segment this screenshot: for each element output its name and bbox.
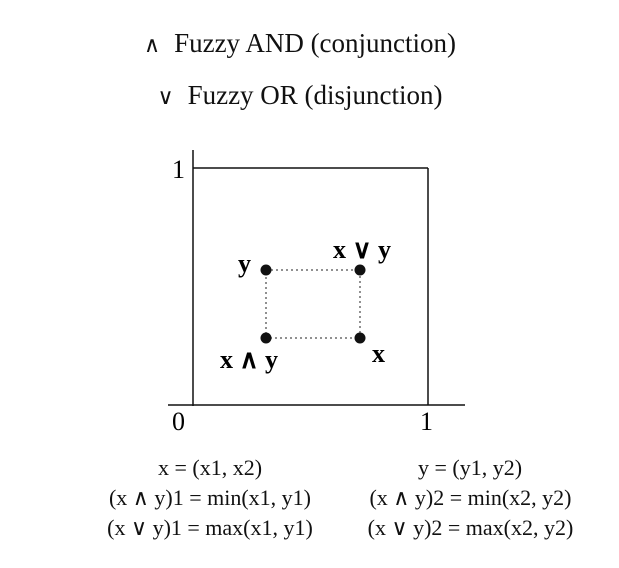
and-label: Fuzzy AND (conjunction): [174, 28, 457, 58]
equation-or-component-2: (x ∨ y)2 = max(x2, y2): [367, 515, 574, 540]
title-fuzzy-or: ∨ Fuzzy OR (disjunction): [0, 80, 600, 111]
equation-y-definition: y = (y1, y2): [417, 455, 523, 480]
dotted-rectangle: [265, 269, 361, 339]
label-x-and-y: x ∧ y: [220, 345, 278, 374]
y-axis-label-1: 1: [172, 155, 185, 184]
point-x-or-y: [354, 264, 366, 276]
title-fuzzy-and: ∧ Fuzzy AND (conjunction): [0, 28, 600, 59]
x-axis-label-1: 1: [420, 407, 433, 436]
equation-and-component-2: (x ∧ y)2 = min(x2, y2): [369, 485, 572, 510]
equation-x-definition: x = (x1, x2): [157, 455, 263, 480]
equation-and-component-1: (x ∧ y)1 = min(x1, y1): [108, 485, 312, 510]
or-symbol: ∨: [157, 85, 174, 110]
label-x: x: [372, 339, 385, 368]
equation-or-component-1: (x ∨ y)1 = max(x1, y1): [107, 515, 313, 540]
or-label: Fuzzy OR (disjunction): [187, 80, 443, 110]
point-y: [260, 264, 272, 276]
and-symbol: ∧: [143, 33, 161, 58]
label-y: y: [238, 249, 251, 278]
point-x: [354, 332, 366, 344]
point-x-and-y: [260, 332, 272, 344]
label-x-or-y: x ∨ y: [333, 235, 391, 264]
origin-label-0: 0: [172, 407, 185, 436]
